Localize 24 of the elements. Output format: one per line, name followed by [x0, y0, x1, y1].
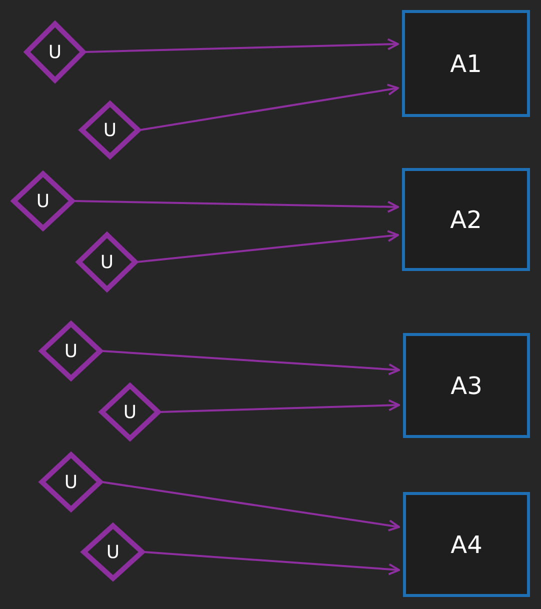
- process-box: [403, 333, 530, 438]
- arrow: [74, 200, 399, 213]
- node-label: U: [100, 252, 114, 272]
- process-box: [402, 10, 530, 117]
- node-label: A2: [450, 206, 482, 234]
- node-label: A4: [450, 530, 482, 558]
- arrow: [136, 230, 399, 263]
- node-label: U: [64, 472, 78, 492]
- node-label: U: [106, 542, 120, 562]
- arrow: [102, 481, 400, 532]
- node-label: A1: [450, 50, 482, 78]
- node-label: U: [36, 190, 50, 212]
- node-label: U: [123, 402, 137, 422]
- node-label: U: [103, 120, 117, 140]
- arrow: [84, 38, 399, 53]
- arrow: [160, 399, 400, 413]
- node-label: U: [48, 42, 62, 62]
- arrow: [144, 551, 400, 576]
- process-box: [403, 492, 530, 597]
- arrow: [102, 350, 400, 376]
- node-label: U: [64, 340, 78, 362]
- process-box: [402, 168, 530, 271]
- arrow: [140, 84, 399, 131]
- node-label: A3: [450, 372, 482, 400]
